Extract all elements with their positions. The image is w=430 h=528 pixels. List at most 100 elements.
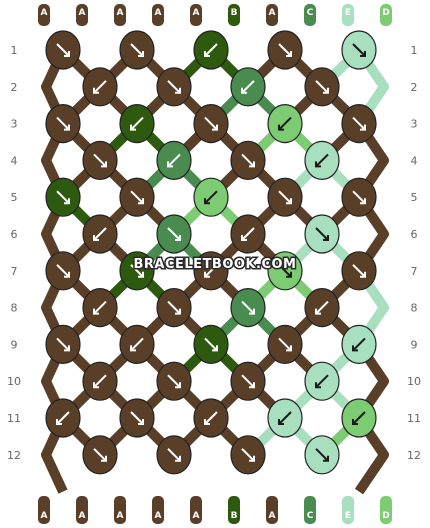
- top-string-stub: [304, 4, 316, 26]
- knot-arrow-icon: [167, 153, 181, 168]
- bottom-string-stub: [380, 496, 392, 524]
- knot-arrowhead-icon: [138, 198, 144, 205]
- knot-arrow-icon: [352, 337, 366, 352]
- knot-arrowhead-icon: [130, 124, 136, 131]
- bottom-string-stub: [76, 496, 88, 524]
- knot: [82, 288, 118, 328]
- knot-arrow-icon: [352, 190, 366, 204]
- bottom-string-stub: [228, 496, 240, 524]
- knot-arrowhead-icon: [241, 235, 247, 241]
- knot-arrowhead-icon: [241, 87, 247, 94]
- knot-arrow-icon: [204, 337, 218, 352]
- bottom-string-stub: [114, 496, 126, 524]
- row-number-right: 5: [411, 191, 418, 204]
- knot: [82, 140, 118, 180]
- knot-arrowhead-icon: [315, 161, 321, 168]
- knot-arrowhead-icon: [278, 124, 284, 131]
- knot: [156, 214, 192, 254]
- knot-arrow-icon: [352, 264, 366, 278]
- knot: [341, 177, 377, 217]
- knot-arrow-icon: [130, 190, 144, 204]
- top-string-label: A: [269, 8, 276, 18]
- row-number-left: 7: [11, 265, 18, 278]
- knot: [156, 361, 192, 401]
- knot-arrowhead-icon: [286, 271, 292, 278]
- top-string-label: B: [231, 8, 238, 18]
- bottom-string-label: E: [345, 511, 351, 521]
- top-string-stub: [190, 4, 202, 26]
- knot-arrowhead-icon: [323, 235, 329, 241]
- knot: [304, 214, 340, 254]
- knot: [267, 324, 303, 364]
- knot: [341, 324, 377, 364]
- knot: [193, 398, 229, 438]
- knot-arrow-icon: [93, 80, 107, 94]
- knot-arrow-icon: [130, 116, 144, 131]
- knot-arrow-icon: [130, 43, 144, 57]
- knot-arrow-icon: [93, 300, 107, 315]
- knot-arrow-icon: [204, 264, 218, 278]
- knot-arrowhead-icon: [64, 51, 70, 57]
- knot: [193, 251, 229, 291]
- knot-arrowhead-icon: [101, 161, 107, 168]
- knot-arrow-icon: [352, 43, 366, 57]
- knot-arrow-icon: [167, 227, 181, 241]
- knot-arrowhead-icon: [93, 87, 99, 94]
- knot-arrowhead-icon: [175, 382, 181, 389]
- row-number-left: 8: [11, 302, 18, 315]
- knot-arrowhead-icon: [64, 124, 70, 131]
- knot-arrowhead-icon: [286, 51, 292, 57]
- knot-arrowhead-icon: [56, 419, 62, 425]
- knot: [267, 103, 303, 144]
- knot: [119, 30, 155, 70]
- knot: [45, 30, 81, 70]
- knot-arrow-icon: [315, 227, 329, 241]
- bottom-string-stub: [266, 496, 278, 524]
- knot: [45, 103, 81, 144]
- top-string-stub: [380, 4, 392, 26]
- row-number-right: 7: [411, 265, 418, 278]
- row-number-left: 9: [11, 338, 18, 351]
- knot-arrowhead-icon: [175, 455, 181, 462]
- knot-arrow-icon: [167, 300, 181, 315]
- top-string-label: A: [155, 8, 162, 18]
- knot-arrow-icon: [130, 264, 144, 278]
- top-string-stub: [114, 4, 126, 26]
- knot-arrowhead-icon: [286, 345, 292, 352]
- row-number-left: 1: [11, 44, 18, 57]
- knot-arrow-icon: [93, 448, 107, 462]
- knot-arrowhead-icon: [130, 345, 136, 352]
- knot-arrow-icon: [315, 153, 329, 168]
- knot: [119, 398, 155, 438]
- knot-arrowhead-icon: [352, 419, 358, 425]
- knot: [230, 361, 266, 401]
- knot: [119, 103, 155, 144]
- knot-arrow-icon: [167, 448, 181, 462]
- row-number-left: 10: [7, 375, 21, 388]
- bottom-string-label: A: [79, 511, 86, 521]
- row-number-left: 3: [11, 118, 18, 131]
- knot-arrowhead-icon: [360, 51, 366, 57]
- knot: [156, 435, 192, 475]
- knot-arrowhead-icon: [323, 87, 329, 94]
- knot-arrowhead-icon: [323, 455, 329, 462]
- knot: [341, 30, 377, 70]
- knot-arrowhead-icon: [212, 124, 218, 131]
- knot-arrow-icon: [315, 448, 329, 462]
- knot: [304, 435, 340, 475]
- knot-arrowhead-icon: [167, 161, 173, 168]
- knot-arrowhead-icon: [352, 345, 358, 352]
- row-number-right: 9: [411, 338, 418, 351]
- knot-arrow-icon: [278, 337, 292, 352]
- knot-arrow-icon: [278, 264, 292, 278]
- knot: [230, 67, 266, 107]
- knot: [119, 251, 155, 291]
- knot: [230, 435, 266, 475]
- row-number-right: 8: [411, 302, 418, 315]
- knot: [82, 435, 118, 475]
- knot-arrow-icon: [278, 116, 292, 131]
- knot: [267, 177, 303, 217]
- knot: [82, 214, 118, 254]
